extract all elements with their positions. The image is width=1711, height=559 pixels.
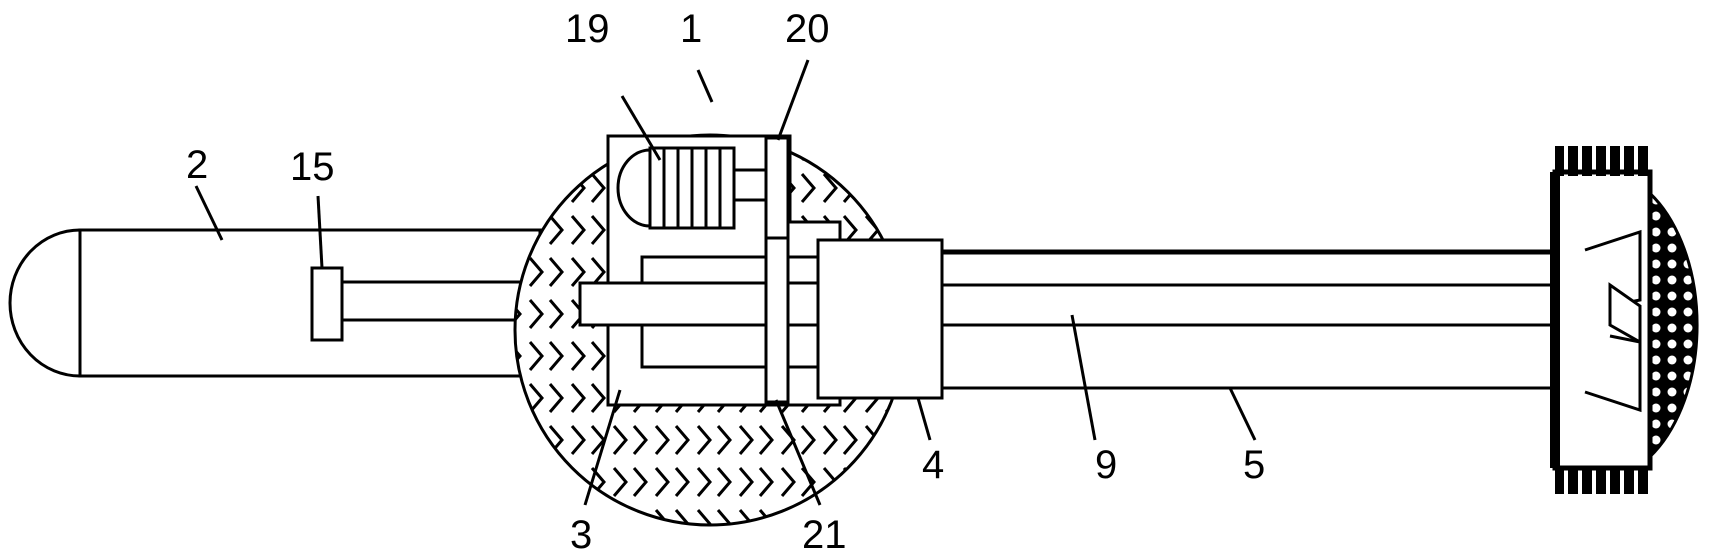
label-21: 21 (802, 513, 847, 557)
gear-20 (764, 136, 790, 242)
label-20: 20 (785, 7, 830, 51)
motor-19 (616, 146, 768, 230)
label-3: 3 (570, 513, 592, 557)
component-15 (310, 266, 344, 342)
part-labels: 19 1 20 2 15 3 21 4 9 5 (186, 7, 1265, 557)
label-4: 4 (922, 443, 944, 487)
long-tube-5 (942, 249, 1610, 390)
label-9: 9 (1095, 443, 1117, 487)
label-1: 1 (680, 7, 702, 51)
label-15: 15 (290, 145, 335, 189)
label-2: 2 (186, 143, 208, 187)
leader-lines (194, 59, 1257, 506)
label-5: 5 (1243, 443, 1265, 487)
end-head (1550, 146, 1699, 494)
gear-21 (764, 236, 790, 404)
outer-tube (8, 228, 582, 378)
block-4 (816, 238, 944, 400)
label-19: 19 (565, 7, 610, 51)
